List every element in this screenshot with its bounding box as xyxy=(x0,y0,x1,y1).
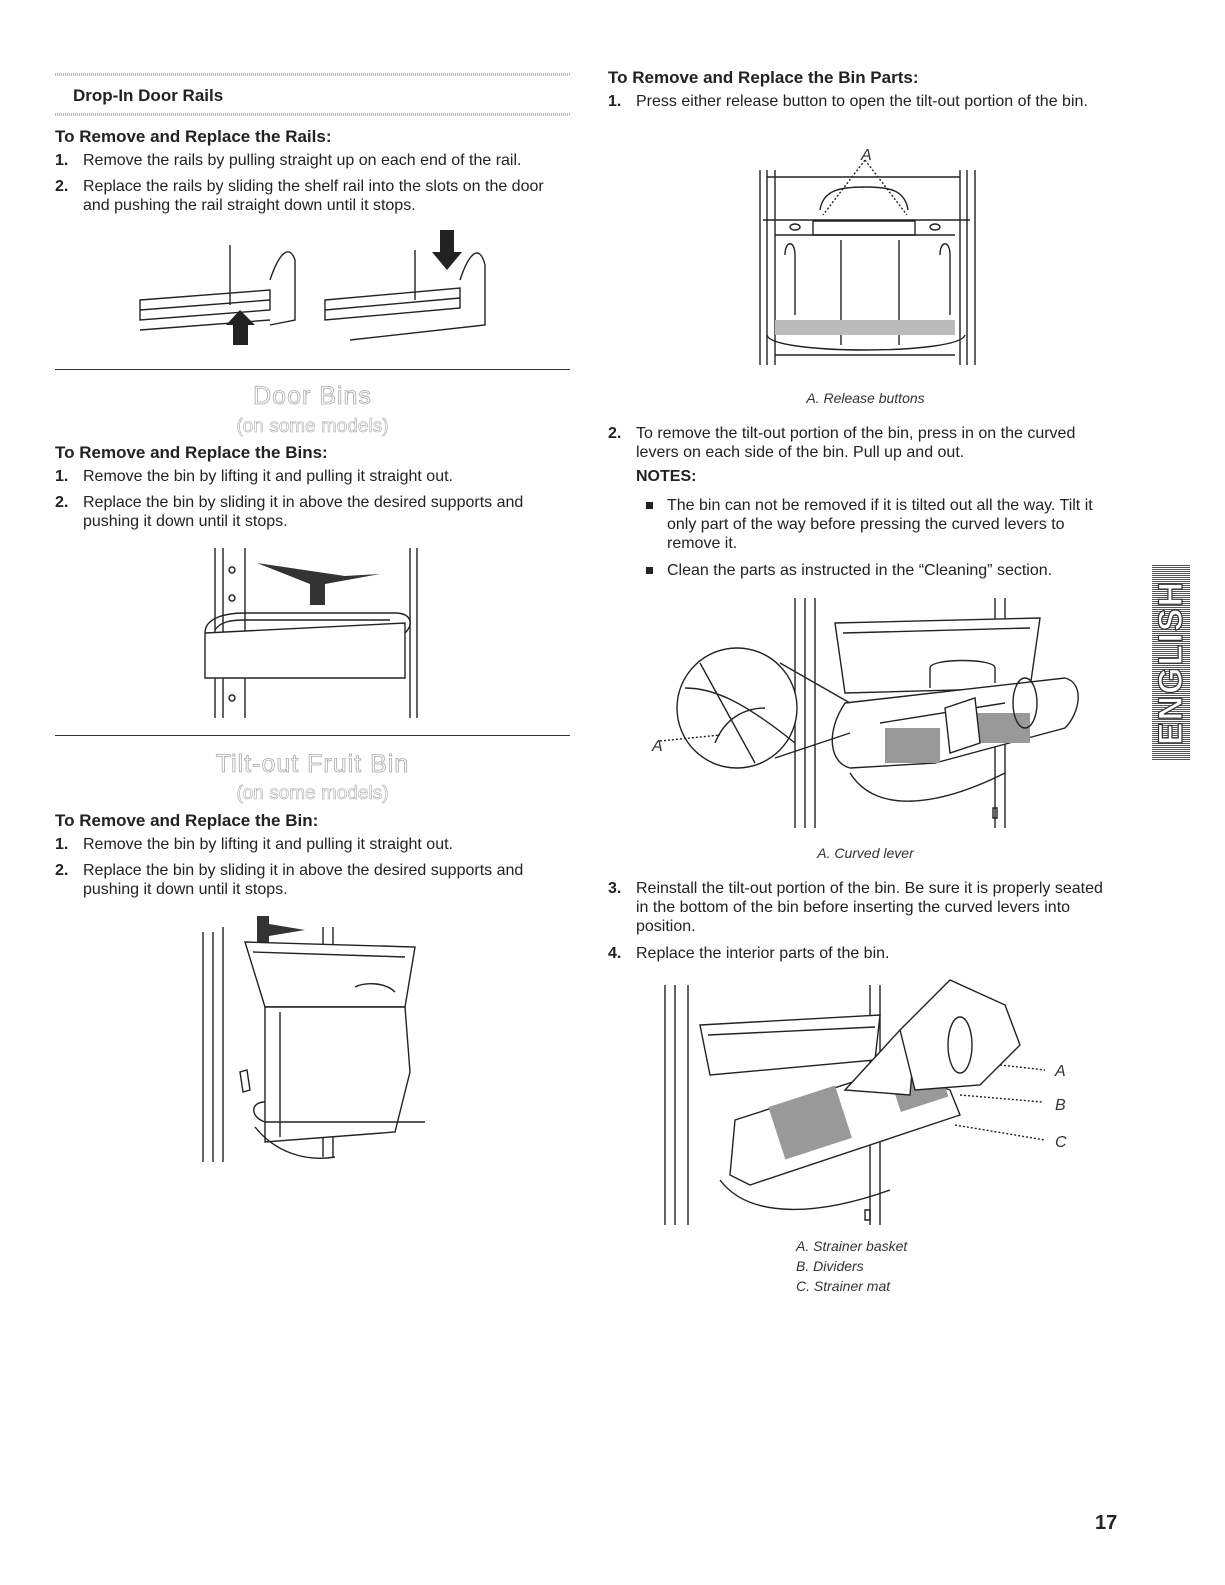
note-text: Clean the parts as instructed in the “Cl… xyxy=(667,562,1053,579)
note-text: The bin can not be removed if it is tilt… xyxy=(667,497,1093,552)
section-title-door-bins: Door Bins xyxy=(253,382,372,411)
step-rails-1: 1. Remove the rails by pulling straight … xyxy=(55,151,575,171)
strainer-parts-illustration xyxy=(664,979,1046,1225)
step-number: 1. xyxy=(608,93,622,110)
fruit-bin-illustration xyxy=(202,916,425,1162)
step-number: 1. xyxy=(55,468,69,485)
step-number: 2. xyxy=(608,425,622,442)
step-parts-3: 3. Reinstall the tilt-out portion of the… xyxy=(608,879,1128,939)
step-parts-1: 1. Press either release button to open t… xyxy=(608,92,1128,132)
curved-lever-illustration xyxy=(659,598,1079,828)
step-number: 4. xyxy=(608,945,622,962)
figure-caption-curved-lever: A. Curved lever xyxy=(817,845,914,861)
figure-label: A xyxy=(861,147,872,164)
figure-label: B xyxy=(1055,1097,1066,1114)
figure-caption-strainer-basket: A. Strainer basket xyxy=(796,1238,908,1254)
step-number: 2. xyxy=(55,178,69,195)
step-text: Remove the bin by lifting it and pulling… xyxy=(83,468,453,485)
section-bar-top xyxy=(55,73,570,76)
step-parts-2: 2. To remove the tilt-out portion of the… xyxy=(608,424,1128,464)
divider-rule xyxy=(55,735,570,736)
step-bins-1: 1. Remove the bin by lifting it and pull… xyxy=(55,467,575,487)
step-text: Press either release button to open the … xyxy=(636,93,1088,110)
section-subtitle-fruit-bin: (on some models) xyxy=(236,783,389,805)
figure-label: A xyxy=(1055,1063,1066,1080)
step-text: Replace the bin by sliding it in above t… xyxy=(83,494,524,530)
language-side-tab-text: ENGLISH xyxy=(1151,565,1190,760)
bullet-square xyxy=(646,502,653,509)
door-bin-illustration xyxy=(204,548,418,718)
heading-fruit-bin: To Remove and Replace the Bin: xyxy=(55,811,319,830)
step-bins-2: 2. Replace the bin by sliding it in abov… xyxy=(55,493,575,533)
figure-caption-dividers: B. Dividers xyxy=(796,1258,864,1274)
notes-label: NOTES: xyxy=(636,468,697,485)
step-fruit-1: 1. Remove the bin by lifting it and pull… xyxy=(55,835,575,855)
step-number: 3. xyxy=(608,880,622,897)
bullet-square xyxy=(646,567,653,574)
page-number: 17 xyxy=(1095,1512,1118,1534)
divider-rule xyxy=(55,369,570,370)
section-bar-bottom xyxy=(55,113,570,116)
figure-caption-release-buttons: A. Release buttons xyxy=(806,390,925,406)
step-text: Remove the rails by pulling straight up … xyxy=(83,152,522,169)
language-label: ENGLISH xyxy=(1151,579,1190,746)
section-subtitle-door-bins: (on some models) xyxy=(236,416,389,438)
figure-label: C xyxy=(1055,1134,1067,1151)
rails-illustration xyxy=(139,230,486,345)
step-number: 2. xyxy=(55,862,69,879)
step-text: Replace the interior parts of the bin. xyxy=(636,945,890,962)
note-bullet-1: The bin can not be removed if it is tilt… xyxy=(646,496,1116,556)
release-buttons-illustration xyxy=(759,159,976,365)
note-bullet-2: Clean the parts as instructed in the “Cl… xyxy=(646,561,1116,583)
step-rails-2: 2. Replace the rails by sliding the shel… xyxy=(55,177,575,217)
step-number: 1. xyxy=(55,152,69,169)
step-number: 2. xyxy=(55,494,69,511)
step-fruit-2: 2. Replace the bin by sliding it in abov… xyxy=(55,861,575,901)
heading-bin-parts: To Remove and Replace the Bin Parts: xyxy=(608,68,919,87)
figure-label: A xyxy=(652,738,663,755)
heading-rails: To Remove and Replace the Rails: xyxy=(55,127,332,146)
figure-caption-strainer-mat: C. Strainer mat xyxy=(796,1278,891,1294)
heading-bins: To Remove and Replace the Bins: xyxy=(55,443,328,462)
step-text: Reinstall the tilt-out portion of the bi… xyxy=(636,880,1103,935)
step-parts-4: 4. Replace the interior parts of the bin… xyxy=(608,944,1128,964)
step-text: Replace the rails by sliding the shelf r… xyxy=(83,178,544,214)
section-title-rails: Drop-In Door Rails xyxy=(73,86,224,105)
step-number: 1. xyxy=(55,836,69,853)
step-text: To remove the tilt-out portion of the bi… xyxy=(636,425,1076,461)
section-title-fruit-bin: Tilt-out Fruit Bin xyxy=(215,750,410,779)
language-side-tab xyxy=(1152,565,1190,760)
step-text: Remove the bin by lifting it and pulling… xyxy=(83,836,453,853)
step-text: Replace the bin by sliding it in above t… xyxy=(83,862,524,898)
